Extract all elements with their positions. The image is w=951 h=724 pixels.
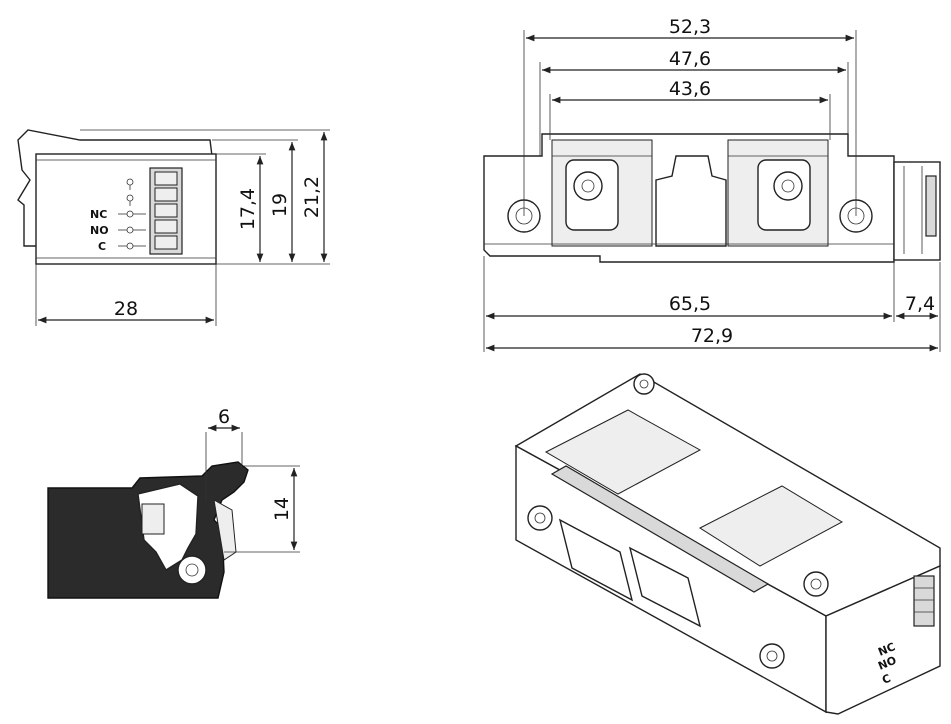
dim-43-6: 43,6: [669, 78, 711, 100]
section-pin: [141, 503, 165, 535]
iso-latch-left: [544, 409, 702, 495]
front-view: 52,3 47,6 43,6 65,5 7,4 72,9: [483, 16, 941, 352]
dim-17-4: 17,4: [237, 188, 259, 230]
dim-21-2: 21,2: [301, 176, 323, 218]
dim-65-5: 65,5: [669, 293, 711, 315]
iso-terminal-block: [913, 575, 935, 627]
terminal-symbols: [118, 178, 146, 250]
dim-72-9: 72,9: [691, 325, 733, 347]
iso-screw-top: [633, 373, 655, 395]
section-view: 6 14: [47, 406, 300, 599]
side-view-body: [35, 153, 217, 265]
dim-14: 14: [271, 497, 293, 521]
iso-label-no: NO: [876, 654, 898, 673]
iso-label-nc: NC: [876, 640, 897, 659]
dim-19: 19: [269, 193, 291, 217]
iso-end-face: [825, 564, 941, 715]
iso-bar: [550, 465, 770, 593]
dim-47-6: 47,6: [669, 48, 711, 70]
centre-bolt: [655, 155, 727, 247]
label-c: C: [98, 240, 106, 253]
dim-28: 28: [114, 298, 138, 320]
side-view: NC NO C 28 17,4 19 21,2: [17, 129, 330, 326]
isometric-view: NC NO C: [514, 373, 941, 715]
label-no: NO: [90, 224, 109, 237]
label-nc: NC: [90, 208, 107, 221]
iso-latch-right: [698, 485, 844, 567]
dim-6: 6: [218, 406, 230, 428]
dim-52-3: 52,3: [669, 16, 711, 38]
dim-7-4: 7,4: [905, 293, 935, 315]
